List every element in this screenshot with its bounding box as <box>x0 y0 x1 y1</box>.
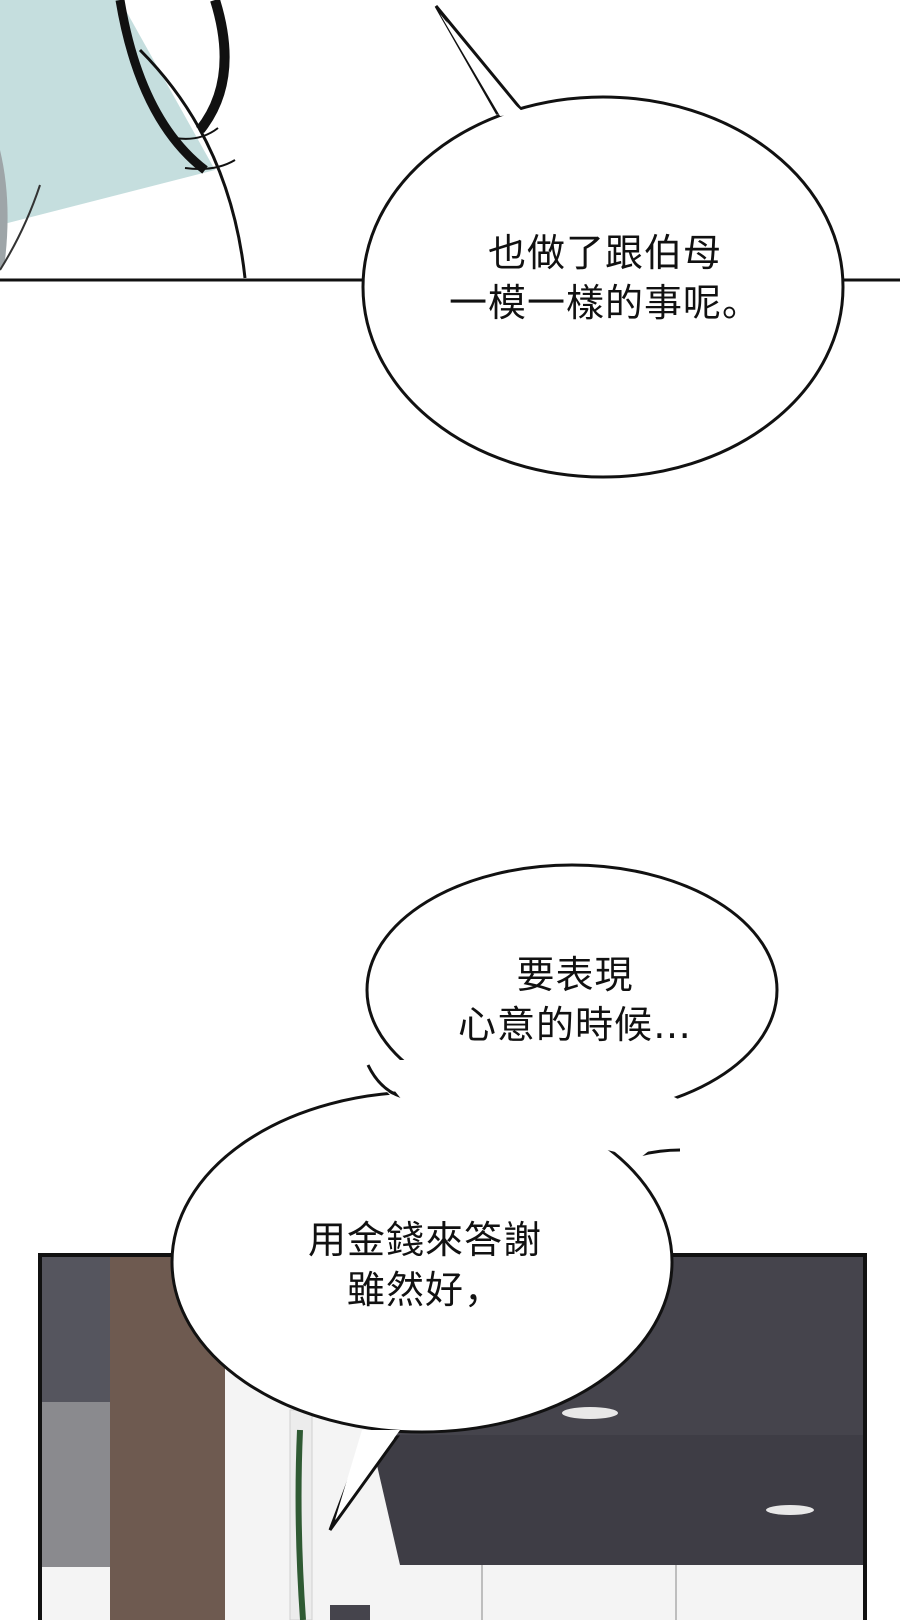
bubble-2-line-2: 心意的時候… <box>457 1003 692 1047</box>
bubble-3-line-2: 雖然好， <box>346 1268 503 1312</box>
bottom-panel <box>38 1253 867 1620</box>
bubble-2-line-1: 要表現 <box>516 953 634 997</box>
bubble-3-line-1: 用金錢來答謝 <box>307 1218 542 1262</box>
speech-bubble-3 <box>170 1060 700 1531</box>
bubble-1-line-2: 一模一樣的事呢。 <box>448 281 761 325</box>
bubble-2-text: 要表現 心意的時候… <box>400 950 750 1050</box>
top-panel <box>0 0 900 282</box>
speech-bubble-1 <box>361 5 845 479</box>
bubble-1-text: 也做了跟伯母 一模一樣的事呢。 <box>400 228 810 328</box>
bubble-1-line-1: 也做了跟伯母 <box>487 231 722 275</box>
bubble-3-text: 用金錢來答謝 雖然好， <box>255 1215 595 1315</box>
